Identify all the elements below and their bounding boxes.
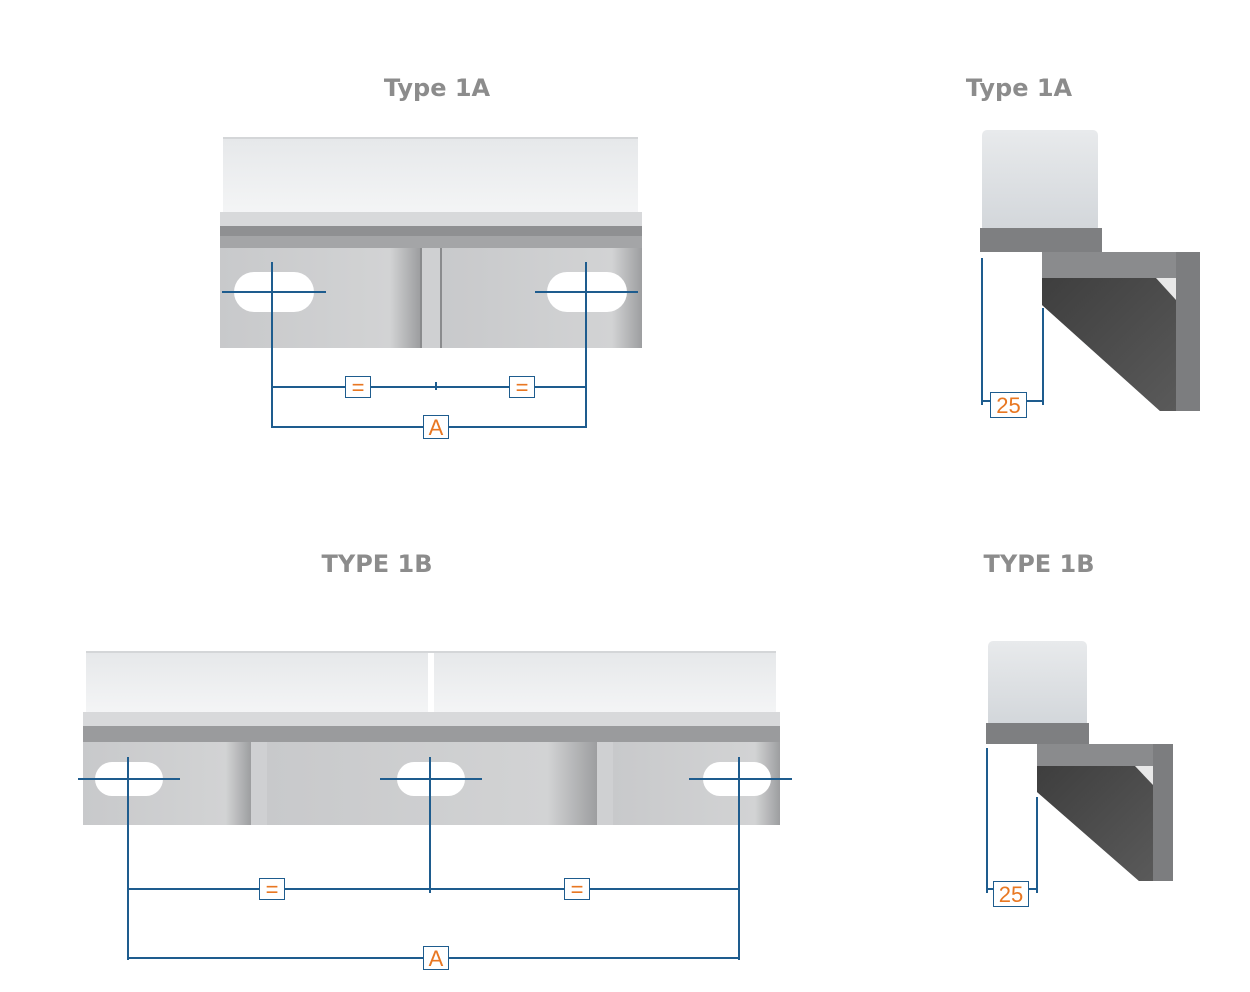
cover-top — [223, 138, 638, 214]
bracket-web — [251, 742, 267, 825]
type-1a-front-bracket — [220, 137, 642, 348]
type-1b-side-dimensions — [986, 748, 1038, 893]
bracket-web — [420, 248, 442, 348]
cover-profile — [988, 641, 1087, 727]
bracket-rail — [83, 726, 780, 742]
type-1a-side-dimensions — [981, 258, 1044, 405]
equal-spacing-label: = — [345, 376, 371, 399]
equal-spacing-label: = — [509, 376, 535, 399]
type-1b-side-profile — [986, 641, 1173, 881]
cover-top-right — [434, 652, 776, 714]
bracket-gusset — [1037, 766, 1153, 881]
type-1b-side-title: TYPE 1B — [983, 550, 1095, 578]
type-1a-front-title: Type 1A — [383, 74, 491, 102]
bracket-gusset — [1042, 278, 1176, 411]
dimension-25-label: 25 — [993, 881, 1029, 907]
bracket-web — [597, 742, 613, 825]
type-1a-side-profile — [980, 130, 1200, 411]
equal-spacing-label: = — [259, 878, 285, 901]
type-1a-side-title: Type 1A — [965, 74, 1073, 102]
cover-profile — [982, 130, 1098, 232]
type-1b-front-title: TYPE 1B — [321, 550, 433, 578]
dimension-a-label: A — [423, 415, 449, 440]
cover-base — [980, 228, 1102, 252]
dimension-25-label: 25 — [990, 392, 1027, 418]
cover-lip — [83, 712, 780, 726]
cover-lip — [220, 212, 642, 226]
cover-base — [986, 723, 1089, 744]
type-1b-front-bracket — [83, 651, 780, 825]
equal-spacing-label: = — [564, 878, 590, 901]
dimension-a-label: A — [423, 946, 449, 971]
cover-top-left — [86, 652, 428, 714]
